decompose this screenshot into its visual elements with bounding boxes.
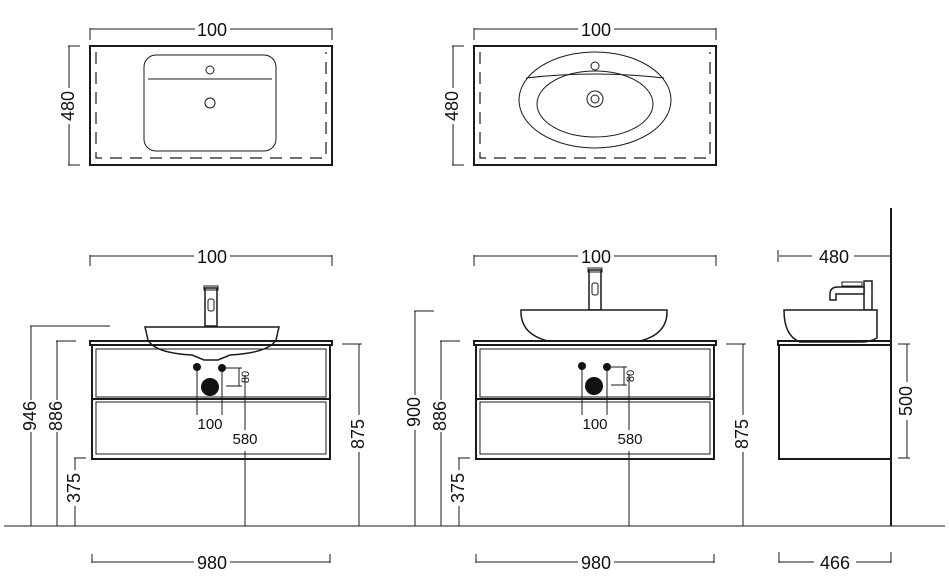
front-left-height-886: 886 — [46, 401, 66, 431]
side-vessel-basin — [783, 309, 878, 343]
top-left-basin — [143, 54, 277, 152]
front-left-water-inlet-icon — [218, 364, 226, 372]
front-view-right: 100 900 886 375 875 — [404, 247, 752, 573]
front-left-cabinet — [91, 344, 331, 460]
front-left-hole-offset-label: 80 — [240, 371, 252, 383]
front-right-water-inlet-icon — [603, 363, 611, 371]
side-height-label: 500 — [896, 386, 916, 416]
top-view-left: 100 480 — [58, 20, 333, 166]
front-left-drain-height-label: 580 — [232, 431, 257, 448]
front-left-drain-outlet-icon — [201, 378, 219, 396]
top-left-depth-label: 480 — [58, 91, 78, 121]
front-right-height-375: 375 — [448, 473, 468, 503]
top-left-width-label: 100 — [197, 20, 227, 40]
front-right-water-inlet-icon — [578, 362, 586, 370]
side-cabinet — [778, 344, 892, 460]
top-right-tap-hole-icon — [590, 61, 600, 71]
side-bottom-depth-label: 466 — [820, 553, 850, 573]
top-right-depth-label: 480 — [442, 91, 462, 121]
top-left-drain-icon — [204, 97, 216, 109]
front-right-drain-outlet-icon — [585, 377, 603, 395]
front-view-left: 100 946 886 375 875 — [20, 247, 368, 573]
front-left-faucet-icon — [204, 287, 218, 327]
front-right-height-875: 875 — [732, 419, 752, 449]
front-right-height-886: 886 — [430, 401, 450, 431]
front-left-height-375: 375 — [64, 473, 84, 503]
side-top-depth-label: 480 — [819, 247, 849, 267]
front-left-water-inlet-icon — [193, 363, 201, 371]
top-left-tap-hole-icon — [205, 65, 215, 75]
front-right-cabinet — [475, 344, 715, 460]
front-right-top-width-label: 100 — [581, 247, 611, 267]
front-left-height-946: 946 — [20, 401, 40, 431]
top-view-right: 100 480 — [442, 20, 717, 166]
front-right-height-900: 900 — [404, 397, 424, 427]
side-view: 480 500 466 — [777, 208, 916, 573]
top-right-basin-inner — [536, 70, 654, 138]
front-left-basin — [144, 326, 280, 361]
side-faucet-icon — [863, 280, 873, 311]
top-right-counter-outline — [473, 45, 717, 166]
front-right-hole-spacing-label: 100 — [582, 416, 607, 433]
front-right-hole-offset-label: 80 — [625, 370, 637, 382]
top-right-basin-outer — [518, 51, 672, 149]
front-right-bottom-width-label: 980 — [581, 553, 611, 573]
top-right-drain-icon — [586, 90, 604, 108]
front-left-bottom-width-label: 980 — [197, 553, 227, 573]
front-right-drain-height-label: 580 — [617, 431, 642, 448]
front-right-faucet-icon — [588, 269, 602, 311]
front-right-vessel-basin — [520, 309, 668, 342]
top-left-counter-outline — [89, 45, 333, 166]
front-left-hole-spacing-label: 100 — [197, 416, 222, 433]
top-right-width-label: 100 — [581, 20, 611, 40]
front-left-top-width-label: 100 — [197, 247, 227, 267]
front-left-height-875: 875 — [348, 419, 368, 449]
